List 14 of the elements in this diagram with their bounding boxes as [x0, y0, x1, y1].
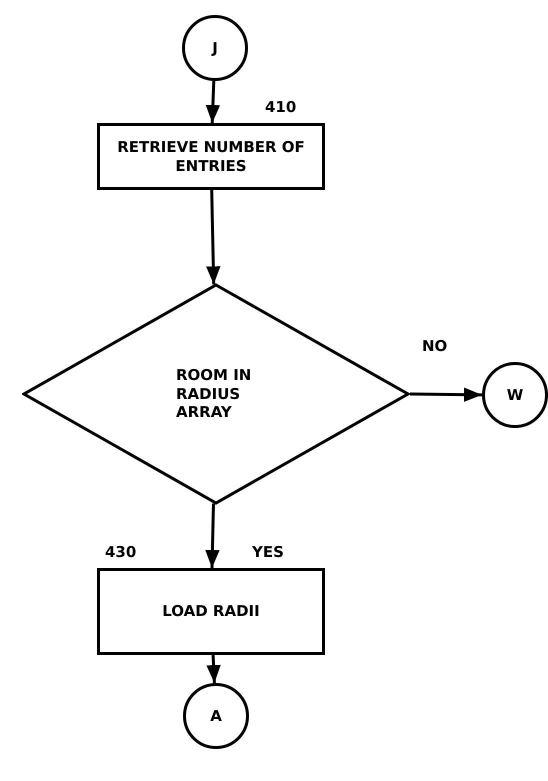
node-text: LOAD RADII [162, 602, 260, 621]
step-number: 430 [105, 543, 136, 561]
node-text: W [506, 386, 524, 404]
arrow [410, 387, 482, 402]
step-number: 410 [265, 98, 296, 116]
arrow [205, 504, 220, 568]
node-text: A [210, 706, 222, 726]
arrow [206, 654, 221, 684]
node-text: J [212, 38, 218, 58]
arrow [206, 190, 220, 284]
decision-diamond [22, 283, 410, 505]
node-text: ROOM IN RADIUS ARRAY [176, 366, 252, 422]
node-text: RETRIEVE NUMBER OF ENTRIES [116, 138, 306, 176]
arrow [206, 80, 220, 124]
